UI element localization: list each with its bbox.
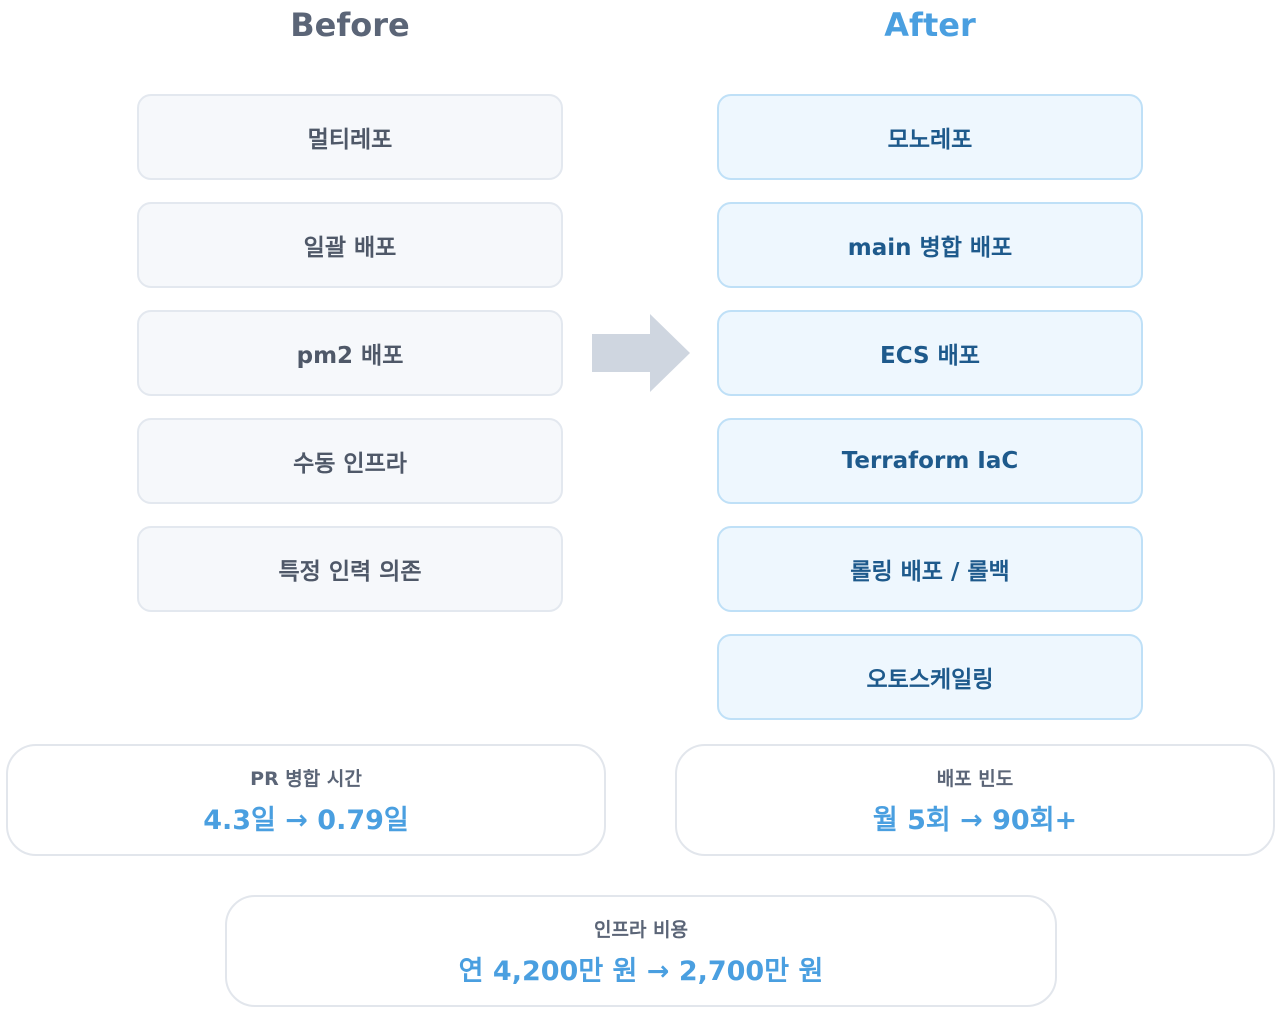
metric-card-deploy-frequency: 배포 빈도 월 5회 → 90회+ — [675, 744, 1275, 856]
after-item-ecs-deploy: ECS 배포 — [717, 310, 1143, 396]
metric-card-pr-merge-time: PR 병합 시간 4.3일 → 0.79일 — [6, 744, 606, 856]
right-arrow-icon — [592, 314, 690, 392]
metric-value: 4.3일 → 0.79일 — [203, 805, 409, 836]
metric-label: 배포 빈도 — [936, 768, 1014, 790]
before-item-manual-infra: 수동 인프라 — [137, 418, 563, 504]
before-title: Before — [290, 6, 410, 44]
after-item-autoscaling: 오토스케일링 — [717, 634, 1143, 720]
after-item-terraform-iac: Terraform IaC — [717, 418, 1143, 504]
metric-value: 월 5회 → 90회+ — [872, 805, 1078, 836]
before-item-batch-deploy: 일괄 배포 — [137, 202, 563, 288]
metric-card-infra-cost: 인프라 비용 연 4,200만 원 → 2,700만 원 — [225, 895, 1057, 1007]
metric-label: PR 병합 시간 — [250, 768, 362, 790]
before-item-multirepo: 멀티레포 — [137, 94, 563, 180]
after-item-monorepo: 모노레포 — [717, 94, 1143, 180]
after-item-main-merge-deploy: main 병합 배포 — [717, 202, 1143, 288]
after-item-rolling-deploy: 롤링 배포 / 롤백 — [717, 526, 1143, 612]
before-item-person-dependency: 특정 인력 의존 — [137, 526, 563, 612]
after-title: After — [884, 6, 976, 44]
metric-label: 인프라 비용 — [593, 919, 688, 941]
metric-value: 연 4,200만 원 → 2,700만 원 — [458, 956, 824, 987]
before-item-pm2-deploy: pm2 배포 — [137, 310, 563, 396]
